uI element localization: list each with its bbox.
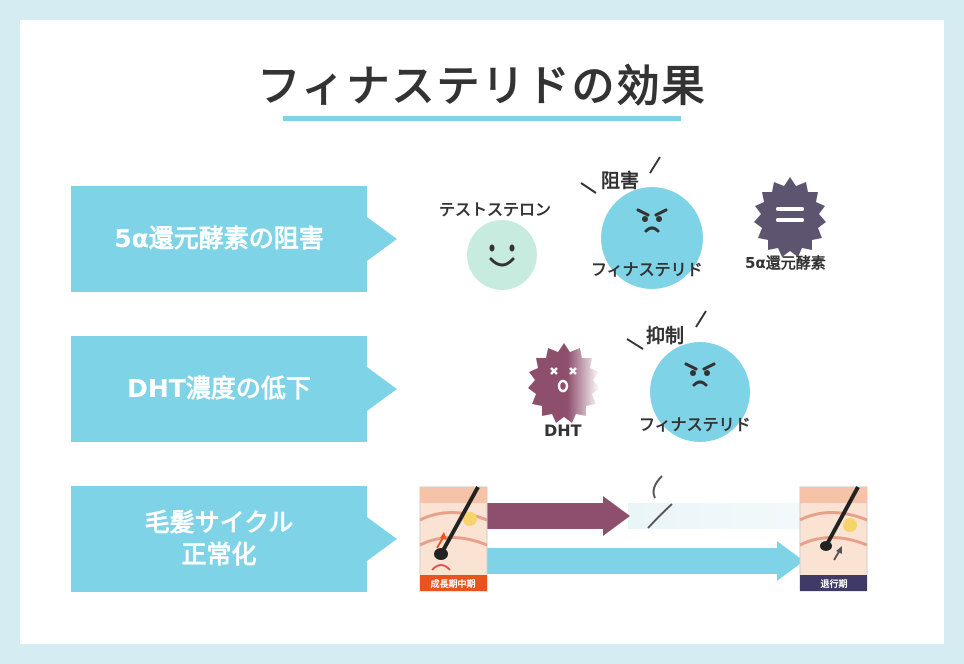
- inhibit-label: 阻害: [601, 170, 640, 192]
- row-label-text-line1: 毛髪サイクル: [144, 507, 294, 537]
- testosterone-label: テストステロン: [439, 200, 552, 219]
- hair-cycle-normal-arrow: [487, 541, 804, 581]
- row-label-arrow: [367, 367, 397, 411]
- emphasis-line: [626, 338, 644, 350]
- dht-label: DHT: [544, 421, 582, 440]
- row-label-arrow: [367, 217, 397, 261]
- faded-arrow-band: [628, 503, 800, 529]
- title-underline: [283, 116, 681, 121]
- fallen-hair: [647, 503, 673, 529]
- row-label-hair-cycle: 毛髪サイクル 正常化: [71, 486, 367, 592]
- anagen-badge: 成長期中期: [430, 578, 475, 590]
- emphasis-line: [649, 156, 661, 174]
- page-title: フィナステリドの効果: [257, 62, 707, 112]
- testosterone-character: [467, 220, 537, 290]
- anagen-hair-panel: [419, 486, 488, 592]
- catagen-hair-panel: [799, 486, 868, 592]
- enzyme-character: [754, 177, 826, 257]
- telogen-badge: 退行期: [820, 578, 847, 590]
- finasteride-label: フィナステリド: [639, 415, 751, 434]
- finasteride-label: フィナステリド: [591, 260, 703, 279]
- row-label-text-line2: 正常化: [181, 540, 257, 569]
- suppress-label: 抑制: [646, 325, 685, 347]
- emphasis-line: [695, 310, 707, 328]
- row-label-text: DHT濃度の低下: [127, 373, 311, 403]
- hair-loss-arrow: [487, 496, 630, 536]
- emphasis-line: [580, 182, 597, 194]
- fallen-hair: [652, 475, 663, 499]
- dht-character: [528, 343, 600, 423]
- finasteride-character: [650, 342, 750, 442]
- row-label-text: 5α還元酵素の阻害: [114, 223, 324, 253]
- row-label-enzyme-inhibition: 5α還元酵素の阻害: [71, 186, 367, 292]
- enzyme-label: 5α還元酵素: [745, 254, 826, 272]
- row-label-arrow: [367, 517, 397, 561]
- row-label-dht-reduction: DHT濃度の低下: [71, 336, 367, 442]
- finasteride-character: [601, 187, 703, 289]
